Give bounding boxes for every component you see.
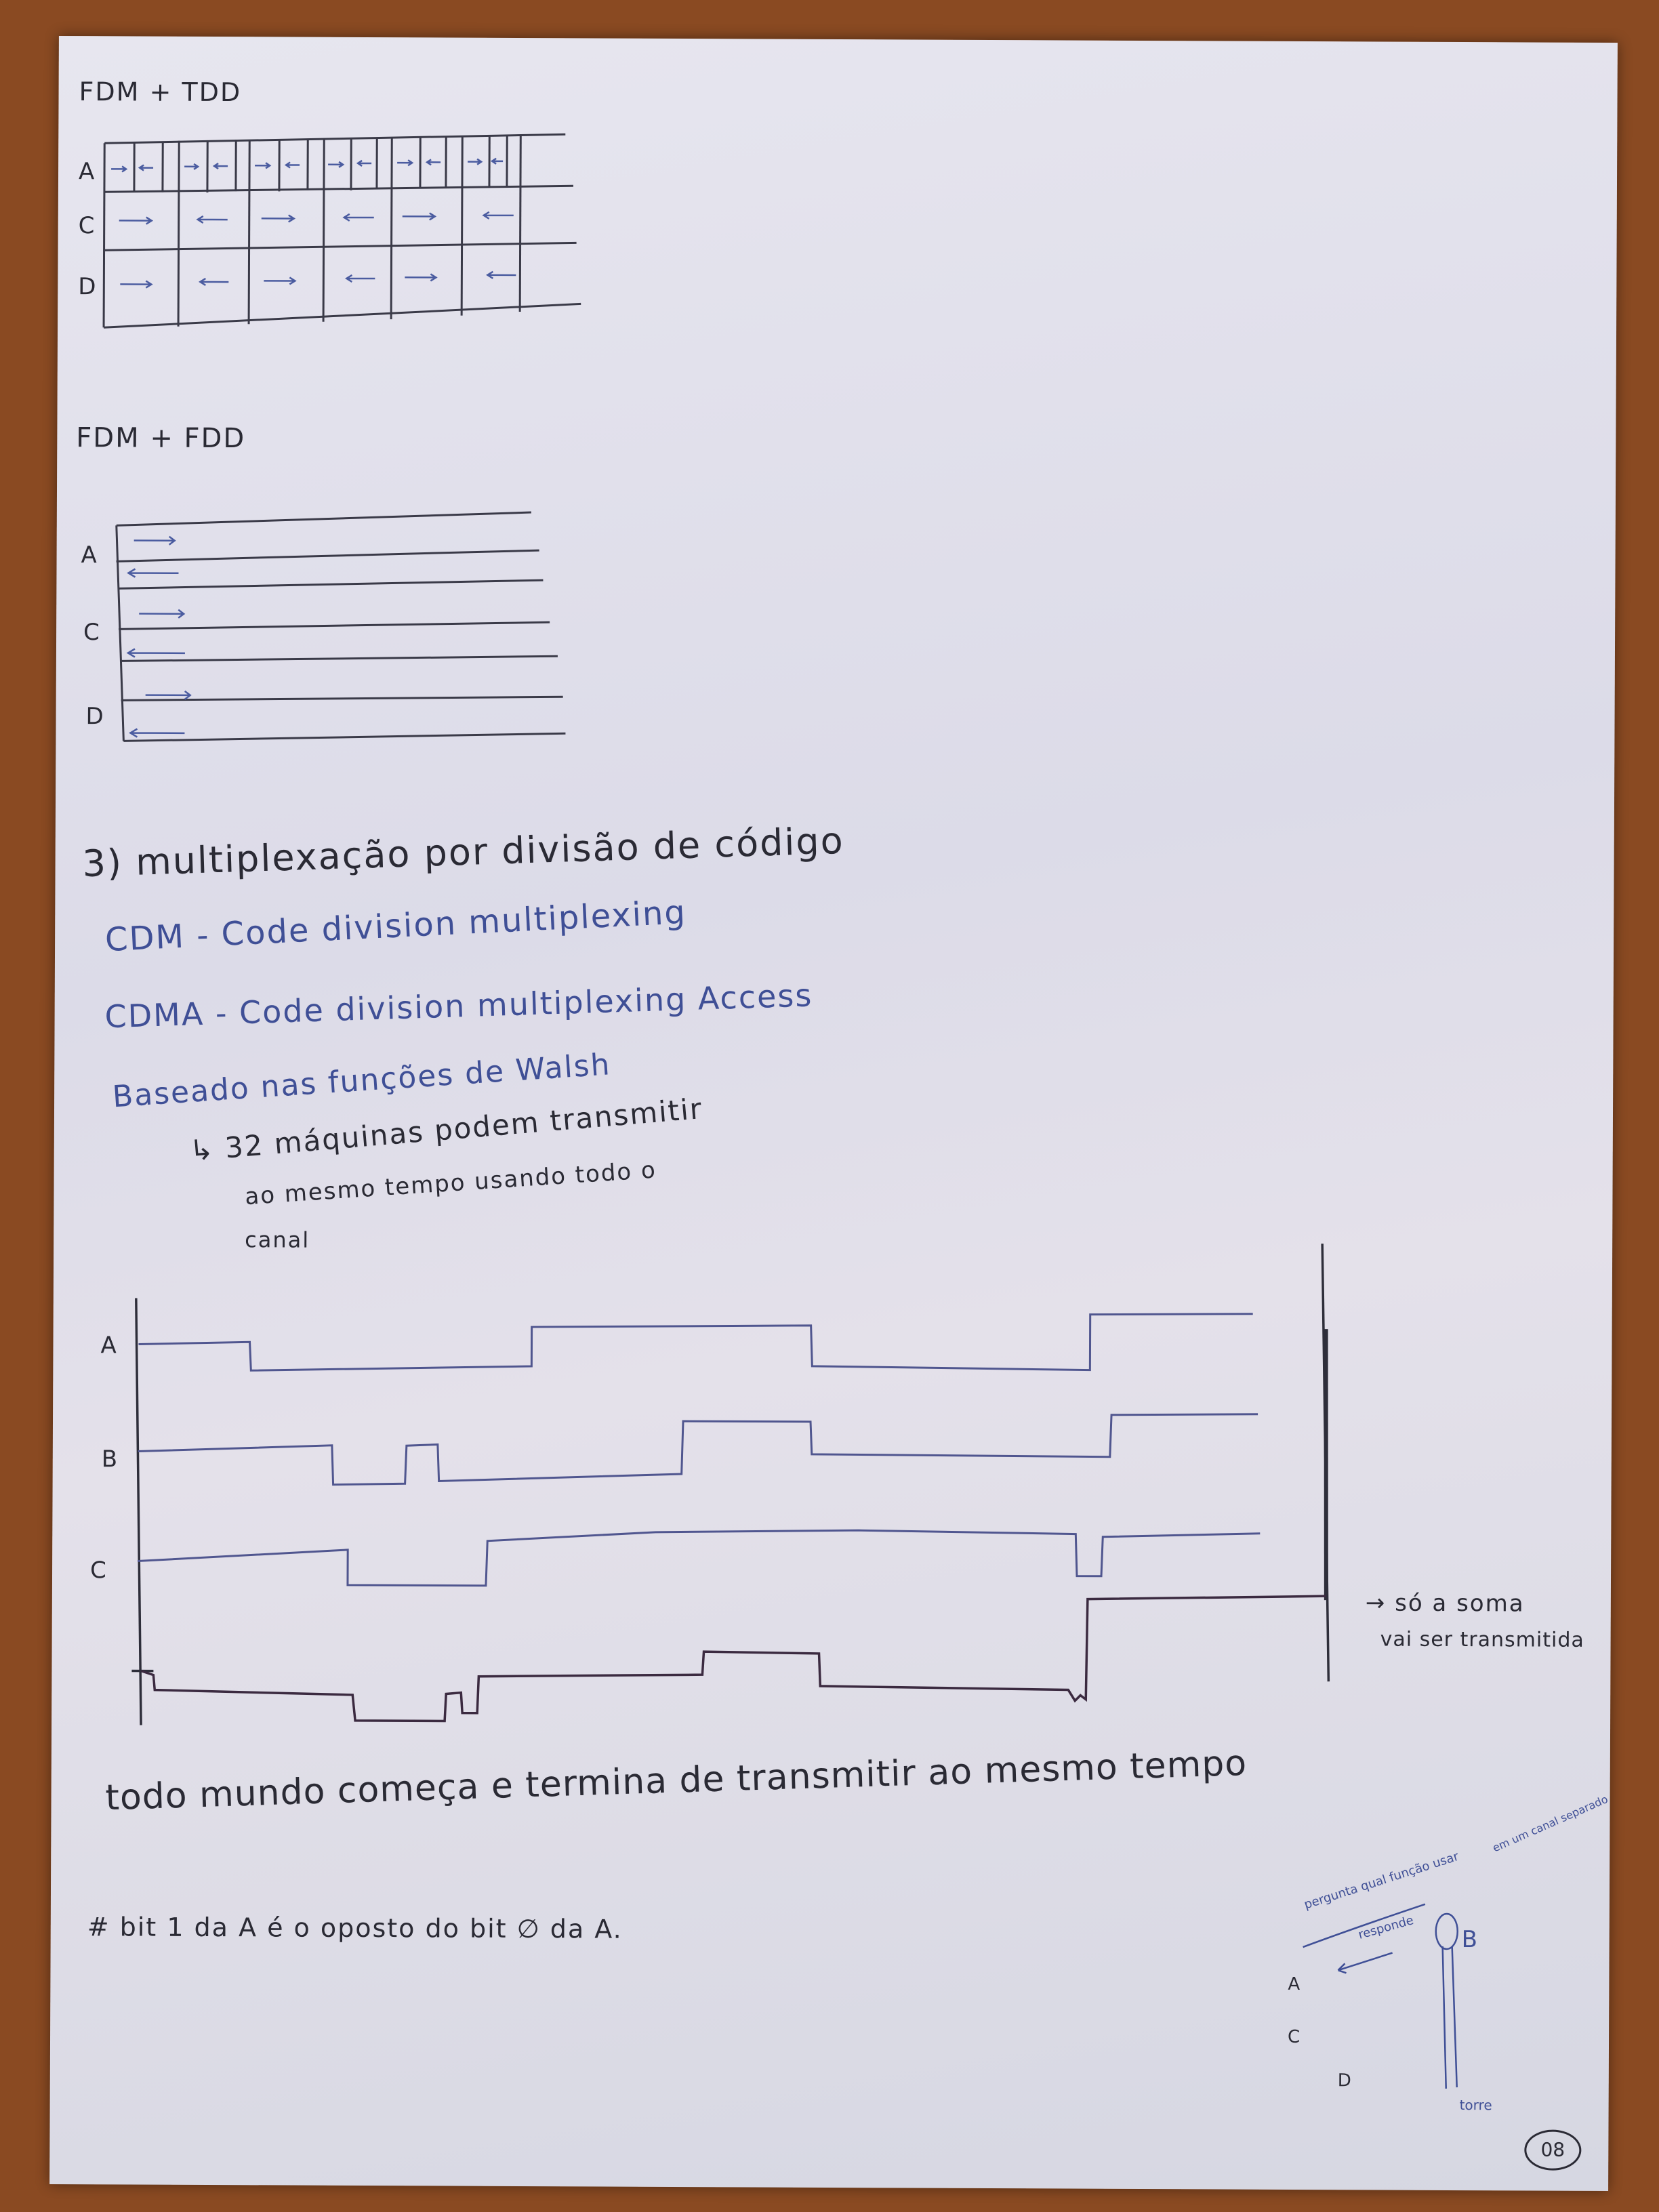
notebook-page: FDM + TDD A C D [49,35,1618,2192]
waveform-c [138,1529,1261,1587]
walsh-waveforms [131,1244,1330,1725]
page-number: 08 [1524,2129,1582,2171]
tower-sketch [1303,1903,1458,2089]
waveform-b [138,1413,1258,1486]
waveform-sum [140,1595,1326,1723]
waveform-a [138,1313,1253,1372]
fdm-tdd-grid [102,133,581,329]
fdm-fdd-lines [115,511,566,742]
